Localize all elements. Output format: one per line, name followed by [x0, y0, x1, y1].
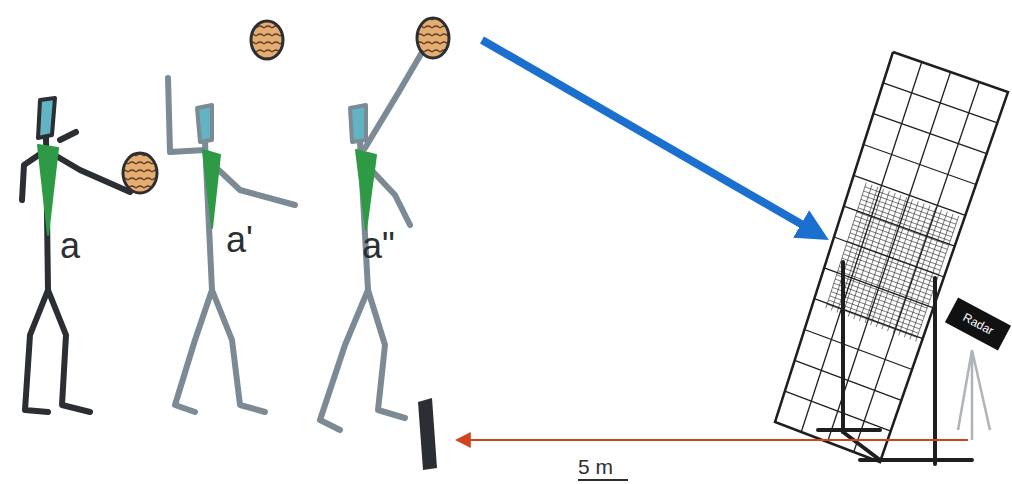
- volleyballs: [123, 18, 449, 193]
- player-label: a": [362, 228, 395, 264]
- dimension-underline: [578, 479, 628, 481]
- player-label: a': [226, 222, 253, 258]
- player-a: [22, 98, 130, 412]
- player-label: a: [60, 228, 80, 264]
- distance-label: 5 m: [578, 456, 613, 477]
- player-a-prime: [168, 78, 295, 412]
- player-a-double-prime: [320, 42, 428, 430]
- net-stand: [818, 262, 972, 464]
- radar-device: [945, 298, 1011, 440]
- rebound-net: [775, 52, 1008, 462]
- distance-arrow: [458, 439, 968, 441]
- floor-marker: [418, 398, 437, 470]
- ball-trajectory-arrow: [482, 40, 815, 232]
